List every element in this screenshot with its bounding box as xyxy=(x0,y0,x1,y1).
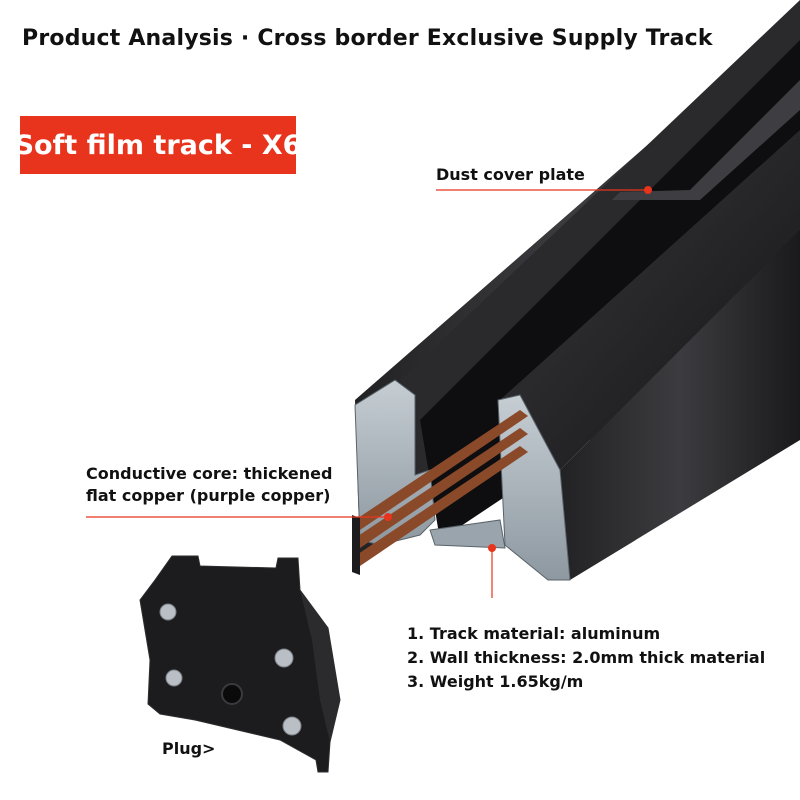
conductive-core-line-1: Conductive core: thickened xyxy=(86,464,333,483)
conductive-core-line-2: flat copper (purple copper) xyxy=(86,486,331,505)
product-badge-label: Soft film track - X6 xyxy=(14,129,302,161)
dust-cover-label: Dust cover plate xyxy=(436,165,585,184)
track-profile xyxy=(355,0,800,580)
leader-lines xyxy=(86,186,652,598)
plug-end-cap xyxy=(139,555,341,773)
product-badge: Soft film track - X6 xyxy=(15,116,301,174)
copper-conductors xyxy=(352,410,528,575)
page-title: Product Analysis · Cross border Exclusiv… xyxy=(22,26,713,51)
spec-item: 2. Wall thickness: 2.0mm thick material xyxy=(407,648,766,667)
spec-list: 1. Track material: aluminum 2. Wall thic… xyxy=(407,622,765,694)
spec-item: 1. Track material: aluminum xyxy=(407,624,661,643)
conductive-core-label: Conductive core: thickened flat copper (… xyxy=(86,463,332,507)
plug-label: Plug> xyxy=(162,739,216,758)
spec-item: 3. Weight 1.65kg/m xyxy=(407,672,584,691)
